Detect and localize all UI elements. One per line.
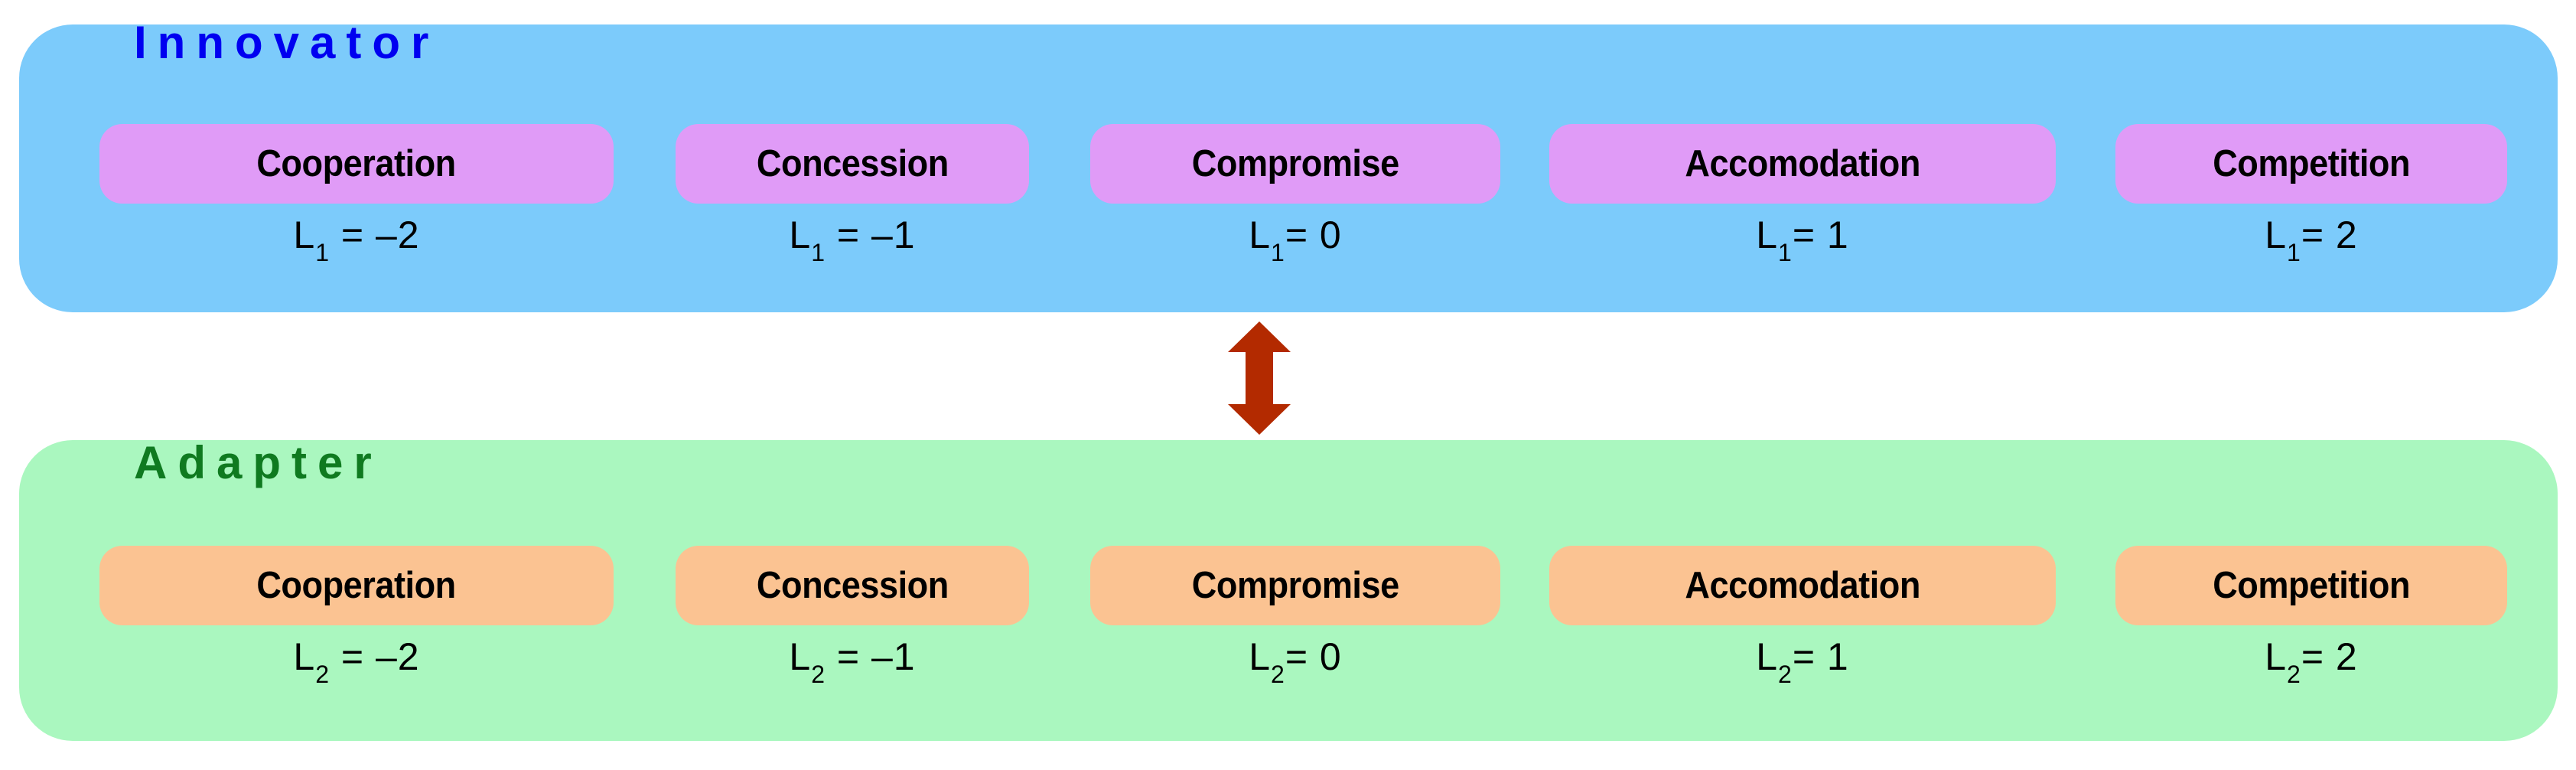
level-value: = –1 xyxy=(826,635,916,678)
innovator-level-label-cooperation: L1 = –2 xyxy=(99,214,614,265)
level-subscript: 1 xyxy=(811,239,826,266)
level-variable: L xyxy=(1756,635,1779,678)
level-subscript: 2 xyxy=(811,661,826,688)
innovator-level-label-accomodation: L1= 1 xyxy=(1549,214,2056,265)
adapter-pill-concession[interactable]: Concession xyxy=(676,546,1029,625)
level-subscript: 1 xyxy=(1271,239,1285,266)
adapter-pill-compromise[interactable]: Compromise xyxy=(1090,546,1500,625)
level-subscript: 2 xyxy=(1778,661,1793,688)
level-value: = –2 xyxy=(330,214,420,256)
adapter-level-label-compromise: L2= 0 xyxy=(1090,635,1500,687)
level-subscript: 2 xyxy=(2287,661,2301,688)
pill-label: Accomodation xyxy=(1685,565,1920,606)
innovator-level-label-concession: L1 = –1 xyxy=(676,214,1029,265)
pill-label: Cooperation xyxy=(256,565,457,606)
level-value: = 2 xyxy=(2301,214,2358,256)
innovator-level-label-competition: L1= 2 xyxy=(2115,214,2507,265)
pill-label: Competition xyxy=(2213,143,2410,184)
pill-label: Concession xyxy=(756,143,949,184)
pill-label: Compromise xyxy=(1191,565,1399,606)
innovator-pill-concession[interactable]: Concession xyxy=(676,124,1029,204)
level-variable: L xyxy=(293,214,316,256)
innovator-pill-cooperation[interactable]: Cooperation xyxy=(99,124,614,204)
level-variable: L xyxy=(1756,214,1779,256)
level-variable: L xyxy=(789,635,812,678)
adapter-level-label-accomodation: L2= 1 xyxy=(1549,635,2056,687)
innovator-title: Innovator xyxy=(134,17,440,68)
level-value: = 2 xyxy=(2301,635,2358,678)
level-value: = 0 xyxy=(1285,214,1342,256)
level-variable: L xyxy=(2265,635,2288,678)
vertical-double-headed-arrow xyxy=(1228,321,1291,435)
level-subscript: 1 xyxy=(315,239,330,266)
level-variable: L xyxy=(1249,635,1272,678)
level-subscript: 2 xyxy=(1271,661,1285,688)
innovator-pill-compromise[interactable]: Compromise xyxy=(1090,124,1500,204)
level-subscript: 1 xyxy=(2287,239,2301,266)
level-variable: L xyxy=(293,635,316,678)
level-value: = 1 xyxy=(1792,635,1849,678)
pill-label: Compromise xyxy=(1191,143,1399,184)
level-value: = 0 xyxy=(1285,635,1342,678)
adapter-level-label-competition: L2= 2 xyxy=(2115,635,2507,687)
adapter-pill-accomodation[interactable]: Accomodation xyxy=(1549,546,2056,625)
innovator-pill-competition[interactable]: Competition xyxy=(2115,124,2507,204)
adapter-title: Adapter xyxy=(134,437,383,488)
level-variable: L xyxy=(1249,214,1272,256)
adapter-pill-cooperation[interactable]: Cooperation xyxy=(99,546,614,625)
level-value: = 1 xyxy=(1792,214,1849,256)
innovator-level-label-compromise: L1= 0 xyxy=(1090,214,1500,265)
adapter-pill-competition[interactable]: Competition xyxy=(2115,546,2507,625)
pill-label: Concession xyxy=(756,565,949,606)
level-variable: L xyxy=(2265,214,2288,256)
level-value: = –1 xyxy=(826,214,916,256)
level-subscript: 1 xyxy=(1778,239,1793,266)
pill-label: Competition xyxy=(2213,565,2410,606)
pill-label: Cooperation xyxy=(256,143,457,184)
adapter-level-label-concession: L2 = –1 xyxy=(676,635,1029,687)
adapter-level-label-cooperation: L2 = –2 xyxy=(99,635,614,687)
innovator-pill-accomodation[interactable]: Accomodation xyxy=(1549,124,2056,204)
level-variable: L xyxy=(789,214,812,256)
level-subscript: 2 xyxy=(315,661,330,688)
level-value: = –2 xyxy=(330,635,420,678)
pill-label: Accomodation xyxy=(1685,143,1920,184)
